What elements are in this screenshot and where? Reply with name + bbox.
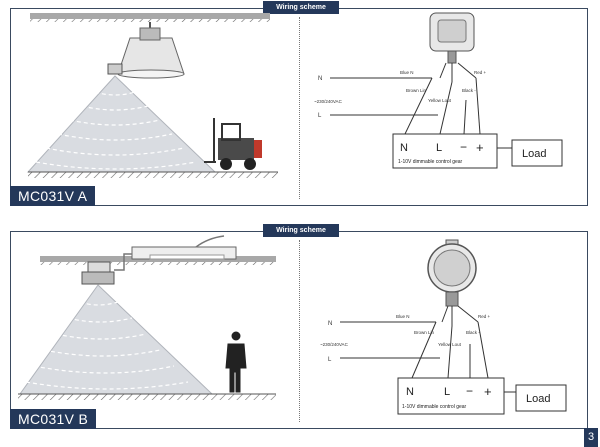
highbay-lamp-icon xyxy=(107,22,185,79)
wiring-scheme-tab: Wiring scheme xyxy=(263,224,339,237)
yellow-lout-label: Yellow Lout xyxy=(428,98,452,103)
linear-light-fixture-icon xyxy=(131,235,237,260)
forklift-icon xyxy=(204,118,262,170)
detection-cone-a xyxy=(26,75,217,173)
terminal-l: L xyxy=(436,142,442,154)
input-n-label: N xyxy=(328,321,332,327)
input-l-label: L xyxy=(318,113,322,119)
sensor-b-icon xyxy=(427,239,477,307)
wiring-scheme-tab: Wiring scheme xyxy=(263,1,339,14)
wiring-diagram-b xyxy=(340,305,567,415)
voltage-label: ~230/240VAC xyxy=(320,342,349,347)
input-l-label: L xyxy=(328,357,332,363)
load-label: Load xyxy=(526,393,550,405)
black-minus-label: Black - xyxy=(466,330,480,335)
terminal-minus: − xyxy=(466,384,473,398)
terminal-plus: + xyxy=(476,140,484,155)
load-label: Load xyxy=(522,148,546,160)
page-number: 3 xyxy=(584,428,598,447)
terminal-plus: + xyxy=(484,384,492,399)
panel-divider xyxy=(299,240,300,422)
person-icon xyxy=(225,331,247,393)
model-label: MC031V B xyxy=(10,409,97,429)
terminal-minus: − xyxy=(460,140,467,154)
control-gear-label: 1-10V dimmable control gear xyxy=(398,159,463,165)
floor-a xyxy=(28,171,278,178)
control-gear-label: 1-10V dimmable control gear xyxy=(402,404,467,410)
input-n-label: N xyxy=(318,76,322,82)
sensor-b-mount-icon xyxy=(81,253,132,285)
detection-cone-b xyxy=(19,284,214,395)
panel-divider xyxy=(299,17,300,199)
sensor-a-icon xyxy=(429,12,475,64)
terminal-l: L xyxy=(444,386,450,398)
brown-lin-label: Brown Lin xyxy=(406,88,427,93)
model-label: MC031V A xyxy=(10,186,96,206)
blue-n-label: Blue N xyxy=(400,70,414,75)
wiring-labels-a: N L ~230/240VAC Blue N Red + Brown Lin Y… xyxy=(314,70,546,165)
brown-lin-label: Brown Lin xyxy=(414,330,435,335)
floor-b xyxy=(18,393,276,400)
terminal-n: N xyxy=(406,386,414,398)
black-minus-label: Black - xyxy=(462,88,476,93)
wiring-diagram-a xyxy=(330,62,563,169)
blue-n-label: Blue N xyxy=(396,314,410,319)
yellow-lout-label: Yellow Lout xyxy=(438,342,462,347)
red-plus-label: Red + xyxy=(474,70,487,75)
voltage-label: ~230/240VAC xyxy=(314,99,343,104)
terminal-n: N xyxy=(400,142,408,154)
ceiling-a xyxy=(30,13,270,22)
red-plus-label: Red + xyxy=(478,314,491,319)
wiring-labels-b: N L ~230/240VAC Blue N Red + Brown Lin Y… xyxy=(320,314,550,410)
